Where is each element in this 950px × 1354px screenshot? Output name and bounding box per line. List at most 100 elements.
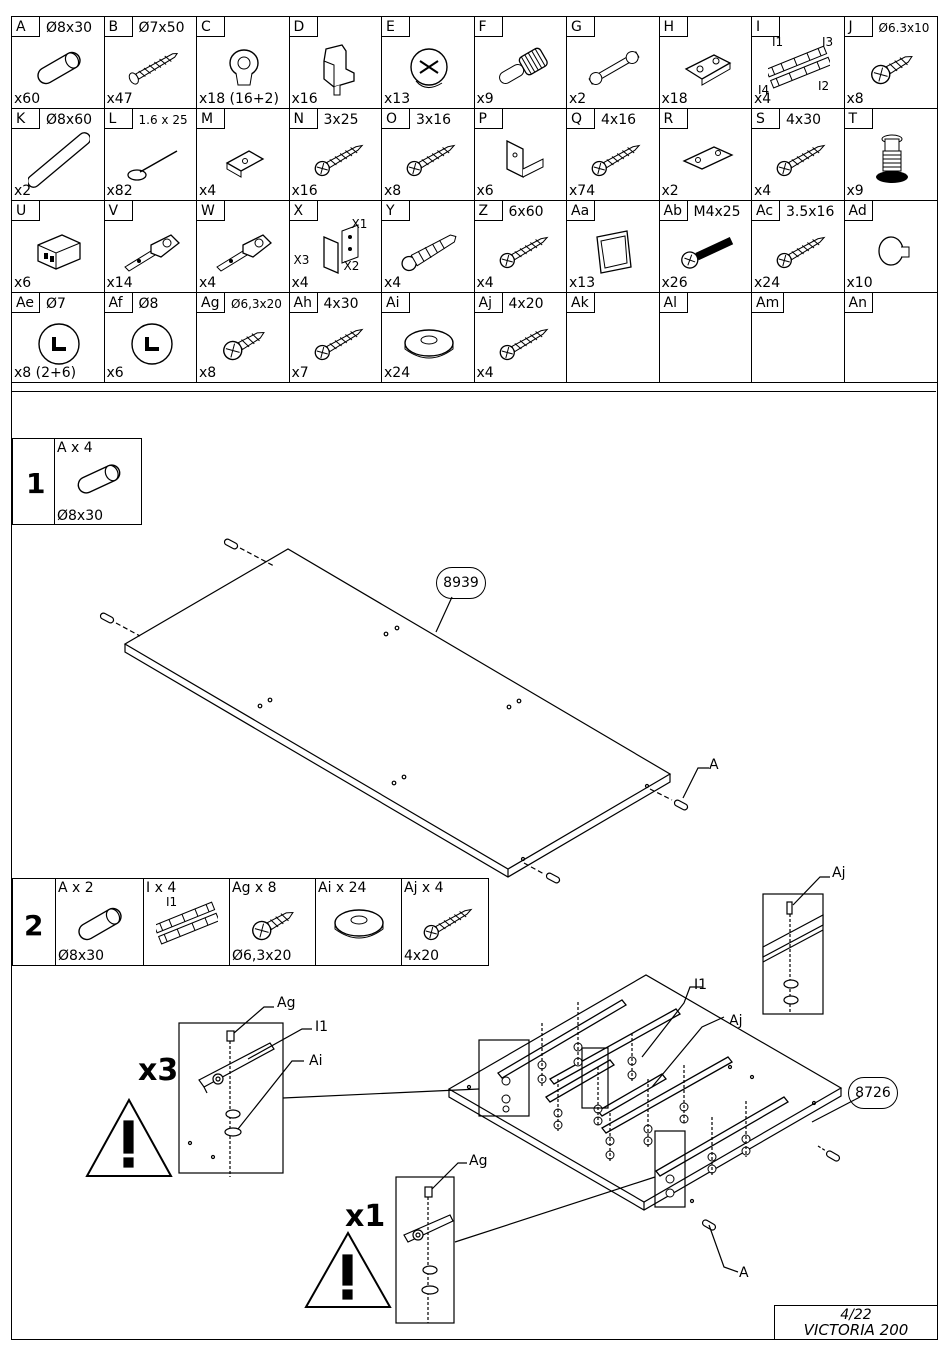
step1-label-a: A [709, 757, 719, 773]
part-letter: Ak [567, 293, 595, 313]
part-letter: Af [104, 293, 133, 313]
part-cell-an: An [844, 293, 937, 383]
part-quantity: x74 [569, 183, 596, 199]
short-screw-icon [870, 55, 913, 85]
part-letter: L [104, 109, 133, 129]
short-screw-icon [223, 331, 265, 361]
part-quantity: x14 [106, 275, 133, 291]
long-screw-icon [128, 52, 178, 85]
dowel-icon [223, 538, 275, 567]
part-quantity: x4 [199, 183, 217, 199]
part-letter: F [474, 17, 503, 37]
part-quantity: x13 [569, 275, 596, 291]
part-letter: R [659, 109, 688, 129]
part-sublabel: I3 [822, 35, 834, 49]
part-spec: Ø8x60 [46, 112, 93, 128]
part-quantity: x6 [476, 183, 494, 199]
assembly-drawings [85, 538, 861, 1324]
part-letter: Ac [752, 201, 780, 221]
part-quantity: x24 [384, 365, 411, 381]
part-spec: 6x60 [508, 204, 544, 220]
part-quantity: x4 [384, 275, 402, 291]
part-cell-am: Am [752, 293, 845, 383]
bolt-icon [680, 236, 733, 269]
step2-kit-qty: I x 4 [146, 880, 177, 896]
part-quantity: x4 [476, 365, 494, 381]
detail-b-drawing [395, 1162, 467, 1324]
dowel-icon [77, 464, 121, 494]
part-quantity: x26 [661, 275, 688, 291]
part-letter: Ag [197, 293, 225, 313]
part-quantity: x4 [754, 91, 772, 107]
cam-lock-icon [410, 48, 448, 88]
step2-kit-sublabel: I1 [166, 895, 178, 909]
part-letter: M [197, 109, 225, 129]
part-quantity: x4 [476, 275, 494, 291]
part-letter: V [104, 201, 133, 221]
part-quantity: x8 [384, 183, 402, 199]
dowel-icon [649, 788, 689, 811]
panel-8939-drawing [99, 538, 709, 884]
detail-a-label-ai: Ai [309, 1053, 323, 1069]
part-quantity: x6 [106, 365, 124, 381]
part-letter: Ae [12, 293, 40, 313]
part-sublabel: X2 [343, 259, 360, 273]
part-spec: Ø8x30 [46, 20, 93, 36]
part-letter: Ab [659, 201, 688, 221]
part-sublabel: X3 [293, 253, 310, 267]
cover-cap-icon [38, 323, 80, 365]
step2-number: 2 [24, 909, 44, 942]
long-dowel-icon [28, 132, 90, 188]
part-quantity: x18 (16+2) [199, 91, 279, 107]
screw-icon [314, 328, 363, 361]
part-spec: 4x30 [323, 296, 359, 312]
drawer-runner-icon [768, 45, 830, 89]
part-quantity: x8 [846, 91, 864, 107]
dowel-icon [37, 51, 81, 85]
screw-icon [499, 328, 548, 361]
part-quantity: x2 [661, 183, 679, 199]
part-spec: 3x25 [323, 112, 359, 128]
wall-plug-icon [401, 234, 457, 272]
dowel-icon [825, 1150, 841, 1162]
part-quantity: x6 [14, 275, 32, 291]
part-letter: X [289, 201, 318, 221]
label-aj-top: Aj [832, 865, 846, 881]
step1-kit-box: 1 A x 4 Ø8x30 [12, 438, 142, 525]
step2-kit-qty: Aj x 4 [404, 880, 444, 896]
hinge-icon [123, 234, 180, 272]
part-sublabel: X1 [351, 217, 368, 231]
part-spec: 4x16 [601, 112, 637, 128]
cover-cap-icon [130, 323, 173, 365]
part-letter: B [104, 17, 133, 37]
corner-plate-icon [596, 230, 632, 274]
panel-8726-drawing [447, 974, 861, 1273]
short-screw-icon [252, 911, 294, 941]
part-letter: Y [382, 201, 410, 221]
part-spec: 3.5x16 [786, 204, 835, 220]
part-quantity: x82 [106, 183, 133, 199]
hinge-plate-icon [684, 54, 731, 86]
label-a-bottom: A [739, 1265, 749, 1281]
washer-icon [404, 329, 454, 359]
angle-bracket-icon [505, 139, 543, 179]
step2-kit-size: Ø8x30 [58, 948, 105, 964]
step1-number: 1 [26, 467, 46, 500]
